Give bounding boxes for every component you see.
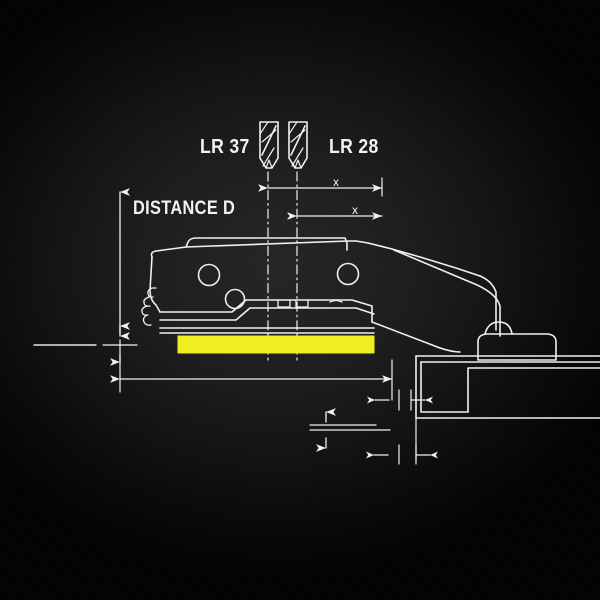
label-distance-d: DISTANCE D	[133, 198, 236, 219]
dim-gap-right-upper	[367, 389, 433, 411]
dim-offset-lower-left	[309, 408, 391, 452]
label-dim-x-upper: x	[333, 175, 340, 189]
label-lr28: LR 28	[329, 136, 379, 158]
yellow-base-plate	[177, 335, 375, 354]
body-hole-2	[224, 288, 246, 310]
dim-gap-right-lower	[366, 444, 438, 465]
label-lr37: LR 37	[200, 136, 250, 158]
plate-notches	[277, 299, 343, 308]
machine-body-outline	[141, 237, 497, 334]
body-hole-3	[336, 262, 360, 286]
label-dim-x-lower: x	[352, 203, 359, 217]
body-hole-1	[197, 263, 221, 287]
dim-plate-thickness	[33, 322, 138, 366]
drill-bit-icon-lr37	[259, 121, 279, 169]
drill-bit-icon-lr28	[288, 121, 308, 169]
leader-lines	[391, 391, 417, 461]
housing-box	[415, 355, 600, 419]
tapered-arm	[371, 249, 501, 353]
rounded-end-cap	[477, 321, 557, 361]
dim-overall-width	[110, 339, 393, 393]
dim-x-upper	[258, 177, 383, 197]
